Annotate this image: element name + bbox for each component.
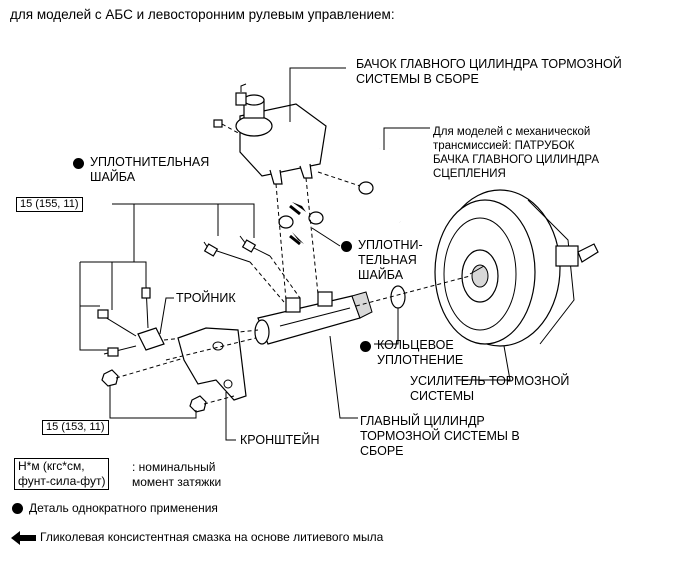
single-use-marker-1	[73, 158, 84, 169]
o-ring-label: КОЛЬЦЕВОЕ УПЛОТНЕНИЕ	[377, 338, 463, 368]
mt-note-line4: СЦЕПЛЕНИЯ	[433, 168, 506, 180]
legend-unit-box: Н*м (кгс*см, фунт-сила-фут)	[14, 458, 110, 490]
torque-box-bottom: 15 (153, 11)	[42, 420, 109, 435]
master-cylinder-drawing	[254, 291, 373, 345]
seal-washer-2-line2: ТЕЛЬНАЯ	[358, 253, 417, 267]
o-ring-drawing	[390, 285, 406, 309]
single-use-marker-3	[360, 341, 371, 352]
single-use-marker-2	[341, 241, 352, 252]
seal-washer-2-line1: УПЛОТНИ-	[358, 238, 423, 252]
booster-line1: УСИЛИТЕЛЬ ТОРМОЗНОЙ	[410, 374, 570, 388]
mt-note-line3: БАЧКА ГЛАВНОГО ЦИЛИНДРА	[433, 154, 599, 166]
legend-unit-desc: : номинальный момент затяжки	[132, 460, 221, 490]
mt-note-line2: трансмиссией: ПАТРУБОК	[433, 140, 575, 152]
reservoir-label: БАЧОК ГЛАВНОГО ЦИЛИНДРА ТОРМОЗНОЙ СИСТЕМ…	[356, 57, 622, 87]
reservoir-label-line1: БАЧОК ГЛАВНОГО ЦИЛИНДРА ТОРМОЗНОЙ	[356, 57, 622, 71]
seal-washer-1-label: УПЛОТНИТЕЛЬНАЯ ШАЙБА	[90, 155, 209, 185]
legend-grease: Гликолевая консистентная смазка на основ…	[40, 530, 384, 544]
bracket-label: КРОНШТЕЙН	[240, 433, 320, 447]
legend-single-use: Деталь однократного применения	[29, 501, 218, 515]
o-ring-line2: УПЛОТНЕНИЕ	[377, 353, 464, 367]
reservoir-drawing	[235, 83, 327, 185]
left-arrow-icon	[11, 531, 36, 545]
master-cylinder-line3: СБОРЕ	[360, 444, 404, 458]
seal-washer-2-label: УПЛОТНИ- ТЕЛЬНАЯ ШАЙБА	[358, 238, 423, 283]
seal-washer-1-line2: ШАЙБА	[90, 170, 136, 184]
master-cylinder-line1: ГЛАВНЫЙ ЦИЛИНДР	[360, 414, 485, 428]
torque-box-top: 15 (155, 11)	[16, 197, 83, 212]
page-title: для моделей с АБС и левосторонним рулевы…	[10, 7, 395, 22]
mt-note-line1: Для моделей с механической	[433, 126, 591, 138]
mt-note-label: Для моделей с механической трансмиссией:…	[433, 125, 599, 181]
legend-unit-line1: Н*м (кгс*см,	[18, 459, 85, 473]
seal-washer-2-line3: ШАЙБА	[358, 268, 404, 282]
brake-booster-drawing	[434, 189, 599, 347]
reservoir-label-line2: СИСТЕМЫ В СБОРЕ	[356, 72, 479, 86]
master-cylinder-line2: ТОРМОЗНОЙ СИСТЕМЫ В	[360, 429, 520, 443]
filled-circle-icon	[12, 503, 23, 514]
legend-unit-line2: фунт-сила-фут)	[18, 474, 106, 488]
bracket-drawing	[177, 327, 247, 401]
o-ring-line1: КОЛЬЦЕВОЕ	[377, 338, 454, 352]
legend-unit-desc-line1: : номинальный	[132, 460, 216, 474]
master-cylinder-label: ГЛАВНЫЙ ЦИЛИНДР ТОРМОЗНОЙ СИСТЕМЫ В СБОР…	[360, 414, 520, 459]
legend-unit-desc-line2: момент затяжки	[132, 475, 222, 489]
tee-label: ТРОЙНИК	[176, 291, 236, 305]
booster-label: УСИЛИТЕЛЬ ТОРМОЗНОЙ СИСТЕМЫ	[410, 374, 569, 404]
seal-washer-1-line1: УПЛОТНИТЕЛЬНАЯ	[90, 155, 210, 169]
booster-line2: СИСТЕМЫ	[410, 389, 475, 403]
tee-drawing	[97, 285, 165, 357]
